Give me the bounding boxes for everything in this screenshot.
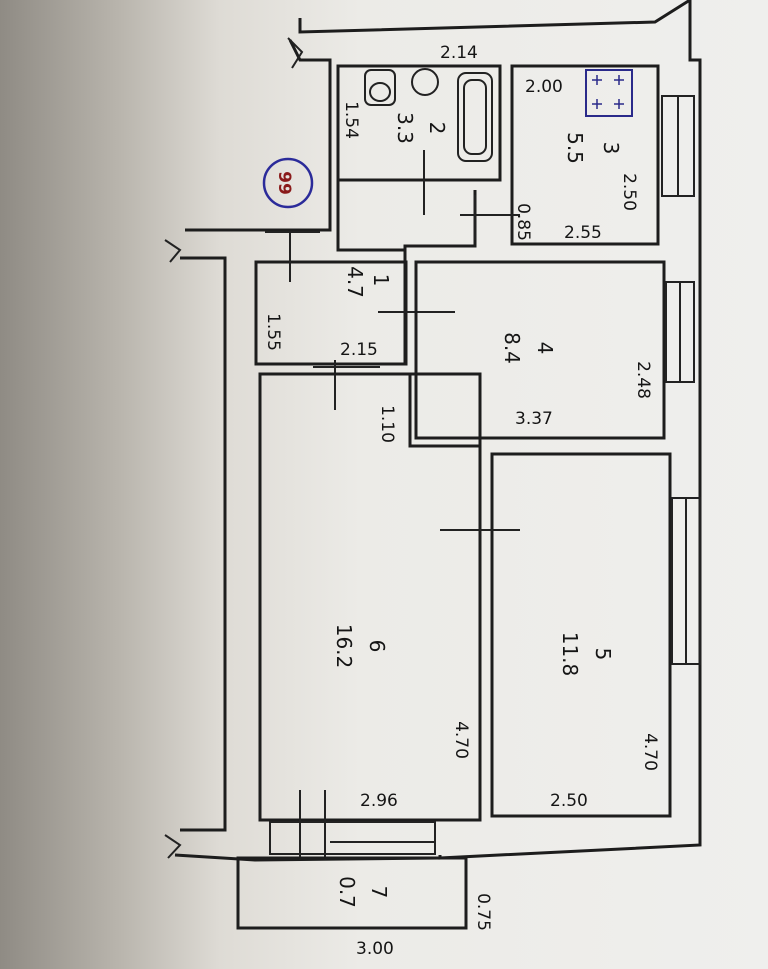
room-4-number: 4 — [533, 342, 557, 355]
room-6-length: 4.70 — [451, 721, 471, 759]
door-gap-dim: 1.10 — [377, 405, 397, 443]
toilet-icon — [364, 69, 396, 106]
inventory-stamp: 99 — [262, 157, 314, 209]
room-5-length: 4.70 — [640, 733, 660, 771]
room-4 — [414, 260, 695, 440]
room-1-width: 2.15 — [340, 340, 378, 360]
room-2-length: 1.54 — [341, 101, 361, 139]
sink-icon — [411, 68, 439, 96]
room-labels: 1 4.7 2.15 1.55 2 3.3 2.14 1.54 3 5.5 2.… — [263, 43, 660, 959]
room-6-area: 16.2 — [332, 624, 356, 669]
stove-icon — [585, 69, 633, 117]
stamp-number: 99 — [274, 171, 294, 195]
room-6-number: 6 — [365, 640, 389, 653]
corridor-gap-dim: 0.85 — [513, 203, 533, 241]
room-2-area: 3.3 — [393, 112, 417, 144]
room-2-bathroom — [336, 64, 502, 182]
room-3-kitchen — [510, 64, 695, 246]
room-5-area: 11.8 — [558, 632, 582, 677]
room-4-area: 8.4 — [500, 332, 524, 364]
room-6 — [258, 372, 482, 860]
room-3-area: 5.5 — [563, 132, 587, 164]
room-2-width: 2.14 — [440, 43, 478, 63]
room-7-number: 7 — [367, 886, 391, 899]
room-5 — [440, 452, 701, 818]
room-7-length: 0.75 — [473, 893, 493, 931]
room-4-length: 2.48 — [633, 361, 653, 399]
room-4-width: 3.37 — [515, 409, 553, 429]
room-7-balcony — [236, 856, 468, 930]
room-3-width: 2.00 — [525, 77, 563, 97]
room-3-number: 3 — [599, 142, 623, 155]
room-7-area: 0.7 — [335, 876, 359, 908]
room-1-number: 1 — [369, 274, 393, 287]
wall-break-marks — [164, 37, 304, 859]
room-6-width: 2.96 — [360, 791, 398, 811]
room-7-width: 3.00 — [356, 939, 394, 959]
room-2-number: 2 — [425, 122, 449, 135]
bathtub-icon — [457, 72, 493, 162]
balcony-door — [269, 821, 436, 855]
room-5-number: 5 — [591, 648, 615, 661]
room-1-length: 1.55 — [263, 313, 283, 351]
room-5-width: 2.50 — [550, 791, 588, 811]
room-3-length: 2.50 — [619, 173, 639, 211]
room-3-width-bottom: 2.55 — [564, 223, 602, 243]
room-1-area: 4.7 — [343, 266, 367, 298]
